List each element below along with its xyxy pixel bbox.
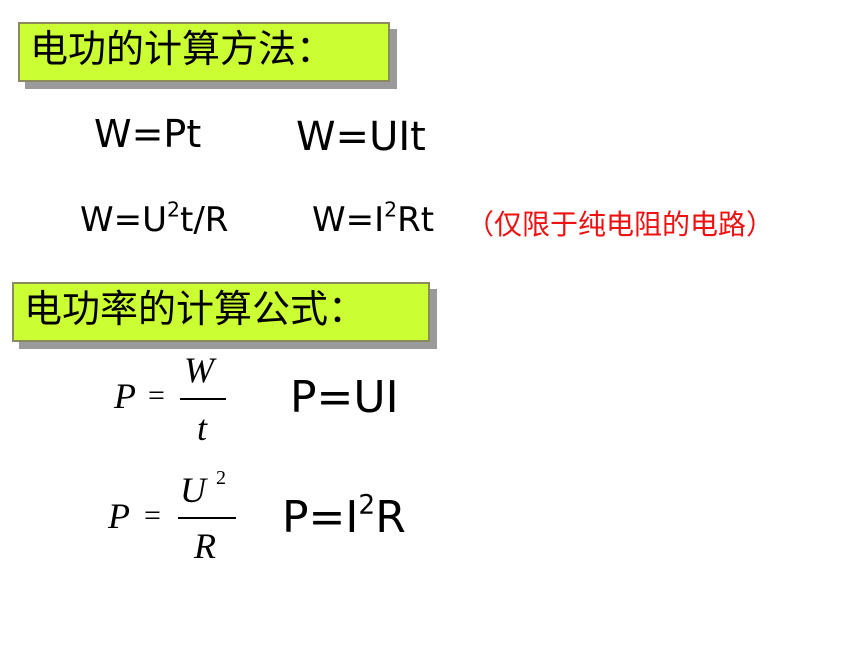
fraction-2-equals: = [144,499,161,532]
fraction-1-denominator: t [197,408,208,448]
superscript-2: 2 [358,489,376,521]
formula-w-u2t-r-base: W=U [80,200,167,240]
power-heading: 电功率的计算公式： [24,287,367,331]
formula-w-u2t-r: W=U2t/R [80,200,228,240]
formula-w-uit: W=UIt [296,114,426,160]
fraction-1-bar [180,398,226,400]
fraction-2-denominator: R [194,526,216,566]
formula-p-i2r: P=I2R [282,492,406,543]
fraction-2-bar [178,517,236,519]
fraction-1-lhs: P [114,376,136,416]
formula-p-ui: P=UI [290,372,399,423]
pure-resistive-note: （仅限于纯电阻的电路） [466,208,775,241]
energy-heading: 电功的计算方法： [30,27,335,71]
fraction-2-exponent: 2 [216,467,226,489]
formula-p-i2r-tail: R [375,492,406,543]
formula-p-i2r-base: P=I [282,492,359,543]
energy-heading-box: 电功的计算方法： [18,22,390,82]
superscript-2: 2 [167,197,180,222]
formula-w-pt: W=Pt [94,112,202,156]
fraction-2-lhs: P [108,496,130,536]
superscript-2: 2 [384,197,398,222]
fraction-1-numerator: W [184,350,214,390]
formula-w-i2rt-tail: Rt [397,200,435,240]
fraction-2-numerator: U [180,470,206,510]
formula-w-i2rt-base: W=I [312,200,385,240]
power-heading-box: 电功率的计算公式： [12,282,430,342]
formula-w-u2t-r-tail: t/R [179,200,229,240]
formula-w-i2rt: W=I2Rt [312,200,434,240]
fraction-1-equals: = [148,379,165,412]
